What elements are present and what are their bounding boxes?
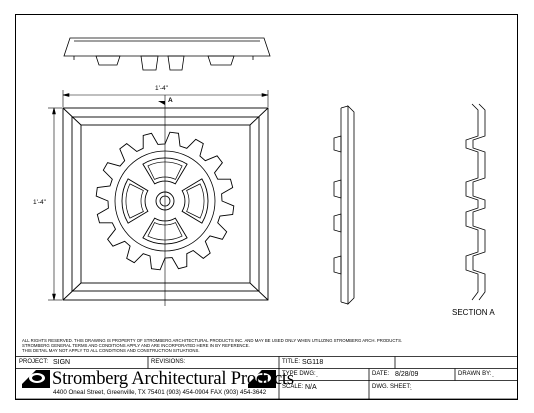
date-label: DATE:	[372, 371, 390, 377]
width-dimension-label: 1'-4"	[155, 85, 168, 92]
rights-note-1: ALL RIGHTS RESERVED. THIS DRAWING IS PRO…	[22, 338, 403, 343]
drawn-by-label: DRAWN BY:	[458, 371, 492, 377]
logo-emblem-right	[248, 370, 276, 388]
company-address: 4400 Oneal Street, Greenville, TX 75401 …	[53, 389, 267, 396]
scale-value: N/A	[305, 384, 317, 391]
gear-window-bottom-inset	[147, 222, 183, 241]
title-label: TITLE:	[282, 359, 301, 365]
date-value: 8/28/09	[395, 371, 419, 378]
dwg-sheet-value: .	[410, 385, 412, 392]
gear-window-left	[121, 178, 149, 224]
gear-window-left-inset	[125, 183, 144, 219]
top-view	[63, 37, 271, 71]
project-label: PROJECT:	[19, 359, 49, 365]
section-marker-label: A	[168, 97, 173, 104]
rights-note-2: STROMBERG GENERAL TERMS AND CONDITIONS A…	[22, 343, 250, 348]
logo-emblem-left	[22, 370, 50, 388]
width-dimension	[62, 90, 269, 107]
drawn-by-value: .	[492, 372, 494, 379]
gear-window-bottom	[142, 217, 188, 245]
company-name: Stromberg Architectural Products	[52, 369, 294, 389]
section-a-profile-back	[472, 103, 486, 301]
dwg-sheet-label: DWG. SHEET:	[372, 384, 412, 390]
sheet-border	[15, 14, 518, 400]
title-value: SG118	[302, 359, 324, 366]
gear-window-right	[181, 178, 209, 224]
scale-label: SCALE:	[282, 384, 304, 390]
title-block-grid	[15, 356, 517, 400]
project-value: SIGN	[53, 359, 71, 366]
section-arrow	[158, 101, 165, 105]
gear-window-top	[142, 157, 188, 185]
gear-window-right-inset	[186, 183, 205, 219]
type-dwg-label: TYPE DWG:	[282, 371, 316, 377]
revisions-label: REVISIONS:	[151, 359, 186, 365]
type-dwg-value: .	[316, 372, 318, 379]
height-dimension	[48, 107, 62, 301]
side-view	[333, 105, 355, 305]
gear-window-top-inset	[147, 161, 183, 180]
section-a-label: SECTION A	[452, 308, 495, 317]
rights-note-3: THIS DETAIL MAY NOT APPLY TO ALL CONDITI…	[22, 348, 200, 353]
front-view	[62, 107, 269, 301]
height-dimension-label: 1'-4"	[33, 199, 46, 206]
section-a-profile	[465, 103, 479, 301]
